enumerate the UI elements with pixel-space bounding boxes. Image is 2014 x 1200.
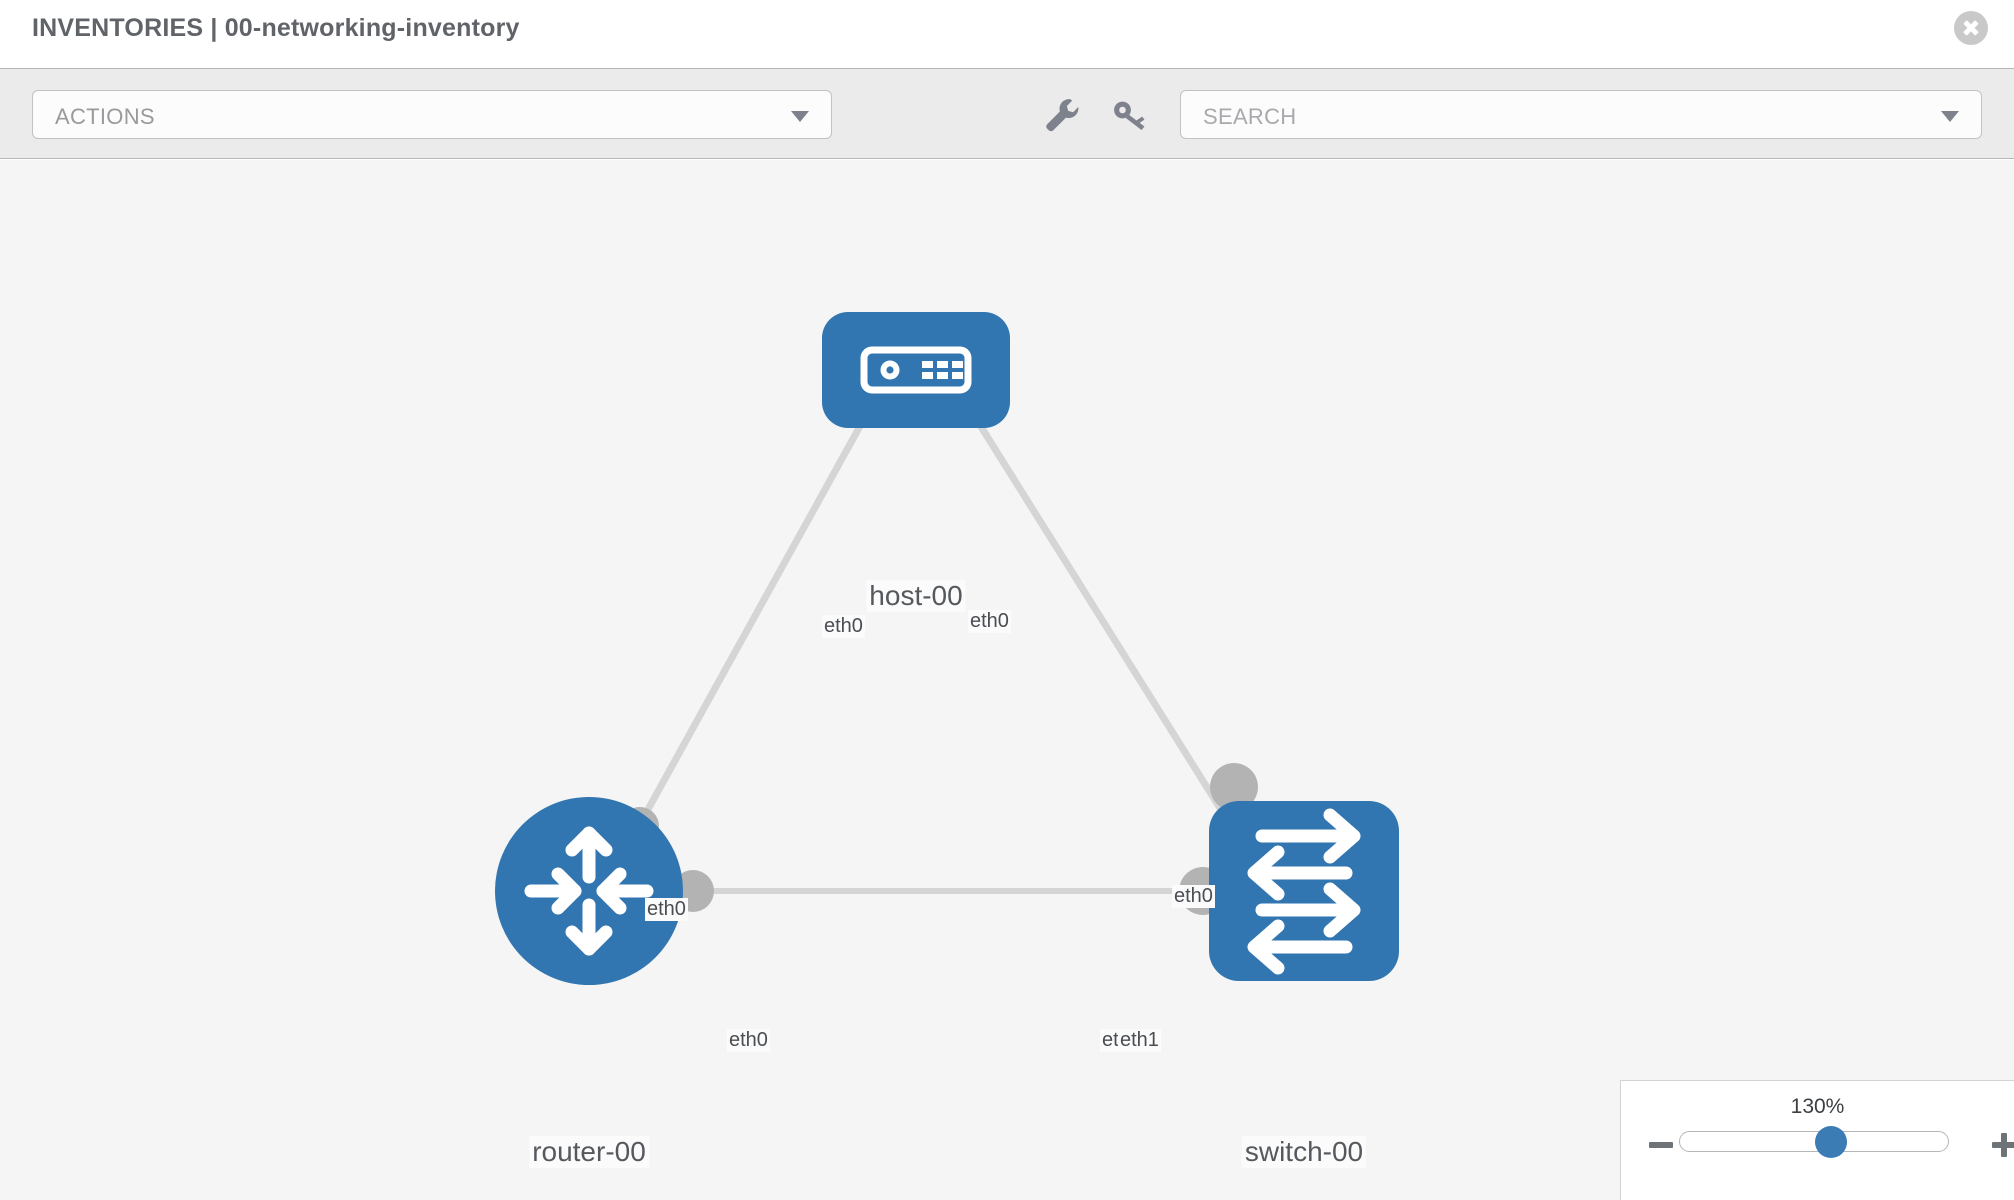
- node-label-router: router-00: [529, 1136, 649, 1168]
- toolbar: ACTIONS SEARCH: [0, 68, 2014, 159]
- actions-dropdown[interactable]: ACTIONS: [32, 90, 832, 139]
- chevron-down-icon: [791, 110, 809, 122]
- topology-endpoints: [621, 370, 1258, 915]
- topology-graph: [495, 312, 1399, 985]
- key-icon[interactable]: [1108, 95, 1152, 135]
- edge-host-switch: [954, 386, 1244, 844]
- iface-label-host-left: eth0: [822, 615, 865, 638]
- plus-icon-vertical: [2001, 1133, 2007, 1157]
- page-header: INVENTORIES | 00-networking-inventory: [0, 0, 2014, 68]
- zoom-level-label: 130%: [1790, 1095, 1845, 1118]
- page-title: INVENTORIES | 00-networking-inventory: [32, 14, 520, 42]
- endpoint-switch-topleft: [1210, 763, 1258, 811]
- actions-dropdown-label: ACTIONS: [55, 104, 155, 129]
- node-switch-00: [1209, 801, 1399, 981]
- node-label-switch: switch-00: [1241, 1136, 1367, 1168]
- iface-label-router-up: eth0: [645, 898, 688, 921]
- zoom-slider[interactable]: [1679, 1126, 1949, 1158]
- topology-canvas[interactable]: host-00 router-00 switch-00 eth0 eth0 et…: [0, 160, 2014, 1200]
- close-icon[interactable]: [1954, 11, 1988, 45]
- search-placeholder: SEARCH: [1203, 104, 1297, 129]
- iface-label-switch-up: eth0: [1172, 885, 1215, 908]
- minus-icon: [1649, 1142, 1673, 1148]
- edge-host-router: [616, 386, 884, 864]
- node-label-host: host-00: [866, 580, 966, 612]
- chevron-down-icon[interactable]: [1941, 110, 1959, 122]
- node-host-00: [822, 312, 1010, 428]
- topology-edges: [616, 386, 1253, 894]
- node-router-00: [495, 797, 683, 985]
- iface-label-host-right: eth0: [968, 610, 1011, 633]
- iface-label-switch-left: eth1: [1118, 1029, 1161, 1052]
- wrench-icon[interactable]: [1040, 95, 1084, 135]
- zoom-slider-thumb[interactable]: [1815, 1126, 1848, 1158]
- iface-label-router-right: eth0: [727, 1029, 770, 1052]
- search-input[interactable]: SEARCH: [1180, 90, 1982, 139]
- zoom-control-panel: 130%: [1620, 1080, 2014, 1200]
